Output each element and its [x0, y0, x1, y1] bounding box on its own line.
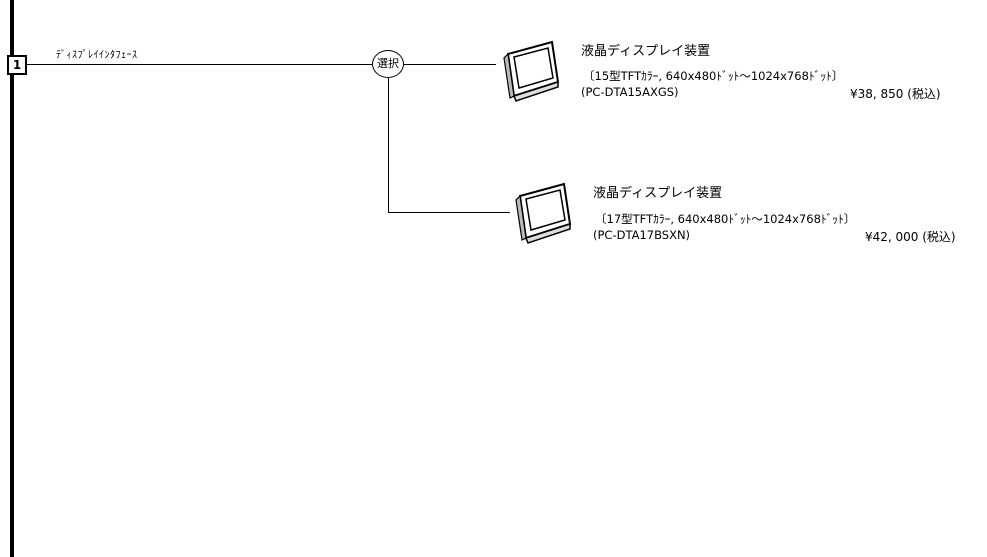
product-1-title: 液晶ディスプレイ装置: [581, 44, 711, 59]
slot-number-badge: 1: [7, 55, 27, 75]
product-1-spec: 〔15型TFTｶﾗｰ, 640x480ﾄﾞｯﾄ～1024x768ﾄﾞｯﾄ〕: [583, 69, 844, 83]
product-1-price: ¥38, 850 (税込): [850, 87, 941, 101]
product-1-code: (PC-DTA15AXGS): [581, 85, 679, 99]
product-2-spec: 〔17型TFTｶﾗｰ, 640x480ﾄﾞｯﾄ～1024x768ﾄﾞｯﾄ〕: [595, 212, 856, 226]
product-2-code: (PC-DTA17BSXN): [593, 228, 691, 242]
selector-node: 選択: [372, 50, 404, 78]
main-bus-line: [10, 0, 14, 557]
connector-to-product-2: [388, 212, 510, 213]
connector-branch-vertical: [388, 78, 389, 213]
product-2-title: 液晶ディスプレイ装置: [593, 186, 723, 201]
monitor-icon: [512, 182, 572, 248]
connector-to-product-1: [404, 64, 496, 65]
product-2-price: ¥42, 000 (税込): [865, 230, 956, 244]
connector-to-selector: [27, 64, 372, 65]
interface-label: ﾃﾞｨｽﾌﾟﾚｲｲﾝﾀﾌｪｰｽ: [56, 50, 138, 61]
monitor-icon: [500, 40, 560, 106]
